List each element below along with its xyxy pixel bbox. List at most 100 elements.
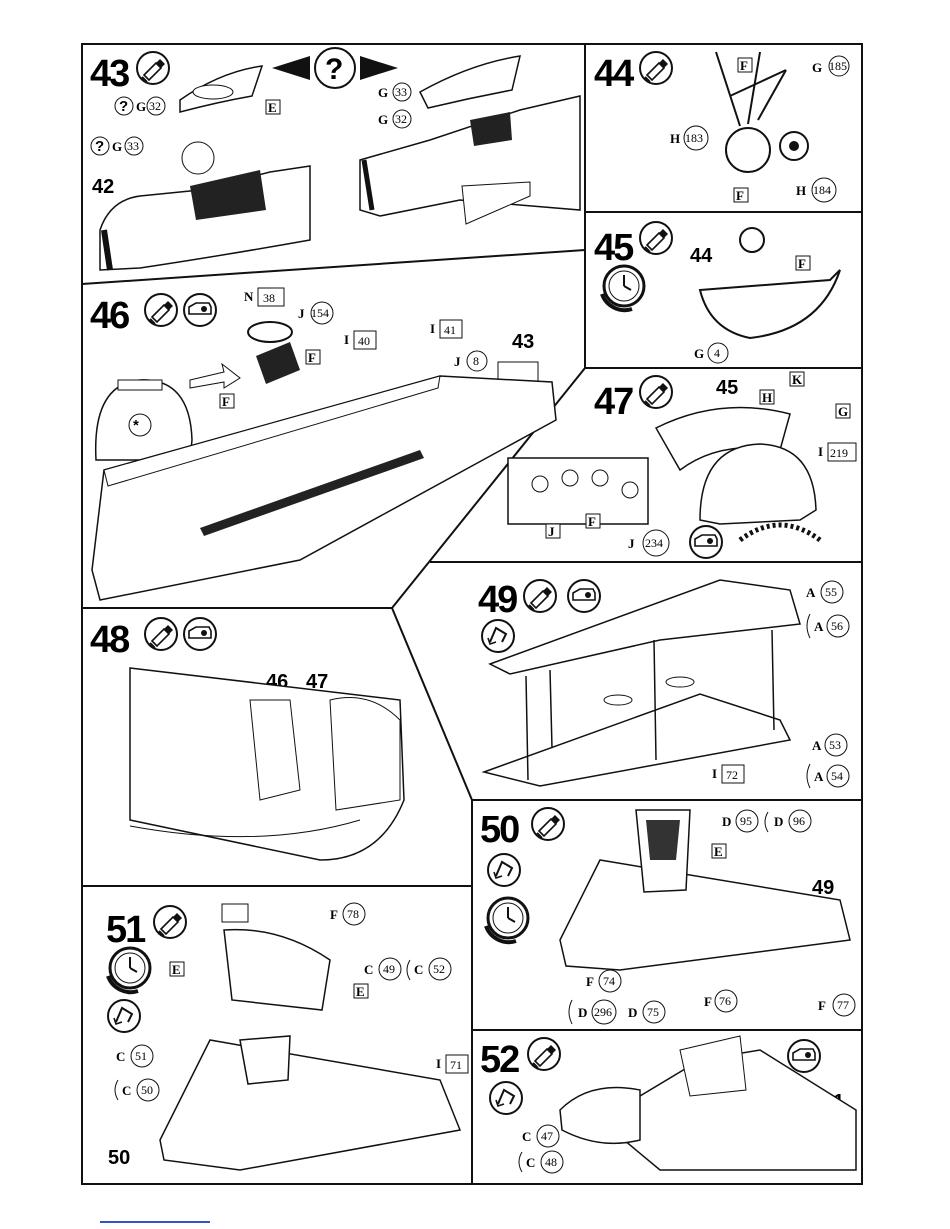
svg-text:234: 234	[645, 536, 663, 550]
svg-text:8: 8	[473, 354, 479, 368]
glue-icon	[154, 906, 186, 938]
svg-text:52: 52	[433, 962, 445, 976]
e-flag: E	[266, 100, 280, 115]
svg-text:184: 184	[813, 183, 831, 197]
paint-icon	[568, 580, 600, 612]
svg-text:F: F	[798, 256, 806, 271]
label-i219: I 219	[818, 443, 856, 461]
label-c50: C 50	[115, 1079, 159, 1101]
f-flag: F	[586, 514, 600, 529]
turn-over-icon	[490, 1082, 522, 1114]
svg-text:219: 219	[830, 446, 848, 460]
step-52: 52 51 C 47 C 48	[480, 1036, 856, 1173]
label-j234: J 234	[628, 530, 669, 556]
step-44: 44 F G 185 H 183 F H 184	[594, 52, 849, 203]
svg-text:D: D	[628, 1005, 637, 1020]
svg-text:G: G	[378, 85, 388, 100]
ref-49: 49	[812, 877, 834, 899]
svg-text:I: I	[344, 332, 349, 347]
svg-text:F: F	[704, 994, 712, 1009]
step-50: 50 49 D 95 D 96 E F 74 D 296 D	[480, 808, 855, 1024]
glue-icon	[528, 1038, 560, 1070]
glue-icon	[524, 580, 556, 612]
svg-text:D: D	[774, 814, 783, 829]
turn-over-icon	[488, 854, 520, 886]
svg-text:A: A	[806, 585, 816, 600]
svg-text:56: 56	[831, 619, 843, 633]
svg-text:54: 54	[831, 769, 843, 783]
svg-text:33: 33	[127, 139, 139, 153]
label-a56: A 56	[807, 614, 849, 638]
label-i41: I 41	[430, 320, 462, 338]
step-45: 45 44 F G 4	[594, 222, 840, 363]
step-48: 48 46 47	[90, 618, 404, 860]
f-flag-b: F	[220, 394, 234, 409]
g-flag: G	[836, 404, 850, 419]
k-flag: K	[790, 372, 804, 387]
svg-text:F: F	[736, 188, 744, 203]
svg-text:50: 50	[141, 1083, 153, 1097]
label-n38: N 38	[244, 288, 284, 306]
svg-text:71: 71	[450, 1058, 462, 1072]
svg-text:?: ?	[95, 138, 104, 155]
svg-text:C: C	[122, 1083, 131, 1098]
e-flag-a: E	[170, 962, 184, 977]
e-flag-b: E	[354, 984, 368, 999]
svg-text:G: G	[694, 346, 704, 361]
clock-icon	[486, 898, 528, 942]
svg-text:K: K	[792, 372, 803, 387]
svg-text:76: 76	[719, 994, 731, 1008]
svg-text:75: 75	[647, 1005, 659, 1019]
svg-text:F: F	[586, 974, 594, 989]
svg-text:?: ?	[325, 53, 343, 86]
svg-text:49: 49	[383, 962, 395, 976]
svg-text:D: D	[578, 1005, 587, 1020]
label-i72: I 72	[712, 765, 744, 783]
label-d95: D 95	[722, 810, 758, 832]
svg-text:C: C	[116, 1049, 125, 1064]
label-g33-right: G 33 G 32	[378, 83, 411, 128]
ref-42: 42	[92, 176, 114, 198]
svg-text:F: F	[330, 907, 338, 922]
clock-icon	[108, 948, 150, 992]
svg-text:I: I	[818, 444, 823, 459]
label-a53: A 53	[812, 734, 847, 756]
svg-text:G: G	[112, 139, 122, 154]
svg-text:E: E	[356, 984, 365, 999]
label-c48: C 48	[519, 1151, 563, 1173]
ref-50: 50	[108, 1147, 130, 1169]
svg-text:A: A	[814, 769, 824, 784]
svg-text:4: 4	[714, 346, 720, 360]
svg-text:*: *	[133, 417, 139, 434]
svg-text:F: F	[588, 514, 596, 529]
svg-text:95: 95	[740, 814, 752, 828]
svg-text:H: H	[670, 131, 680, 146]
seat-part	[240, 1036, 290, 1084]
svg-text:I: I	[436, 1056, 441, 1071]
step-51: 51 F 78 E C 49 C 52 E C 51	[106, 903, 468, 1170]
svg-text:96: 96	[793, 814, 805, 828]
svg-text:J: J	[298, 306, 305, 321]
svg-text:C: C	[522, 1129, 531, 1144]
svg-text:38: 38	[263, 291, 275, 305]
step-number: 44	[594, 53, 634, 95]
paint-icon	[788, 1040, 820, 1072]
svg-text:E: E	[714, 844, 723, 859]
svg-text:C: C	[364, 962, 373, 977]
label-h183: H 183	[670, 126, 708, 150]
glue-icon	[640, 376, 672, 408]
svg-text:G: G	[812, 60, 822, 75]
svg-text:?: ?	[119, 98, 128, 115]
svg-text:32: 32	[395, 112, 407, 126]
svg-text:41: 41	[444, 323, 456, 337]
svg-text:296: 296	[594, 1005, 612, 1019]
step-number: 46	[90, 295, 129, 337]
label-g185: G 185	[812, 56, 849, 76]
f-flag-a: F	[306, 350, 320, 365]
cockpit-part	[224, 930, 330, 1010]
svg-text:F: F	[308, 350, 316, 365]
paint-icon	[184, 294, 216, 326]
label-f77: F 77	[818, 994, 855, 1016]
f-flag: F	[796, 256, 810, 271]
svg-text:32: 32	[149, 99, 161, 113]
